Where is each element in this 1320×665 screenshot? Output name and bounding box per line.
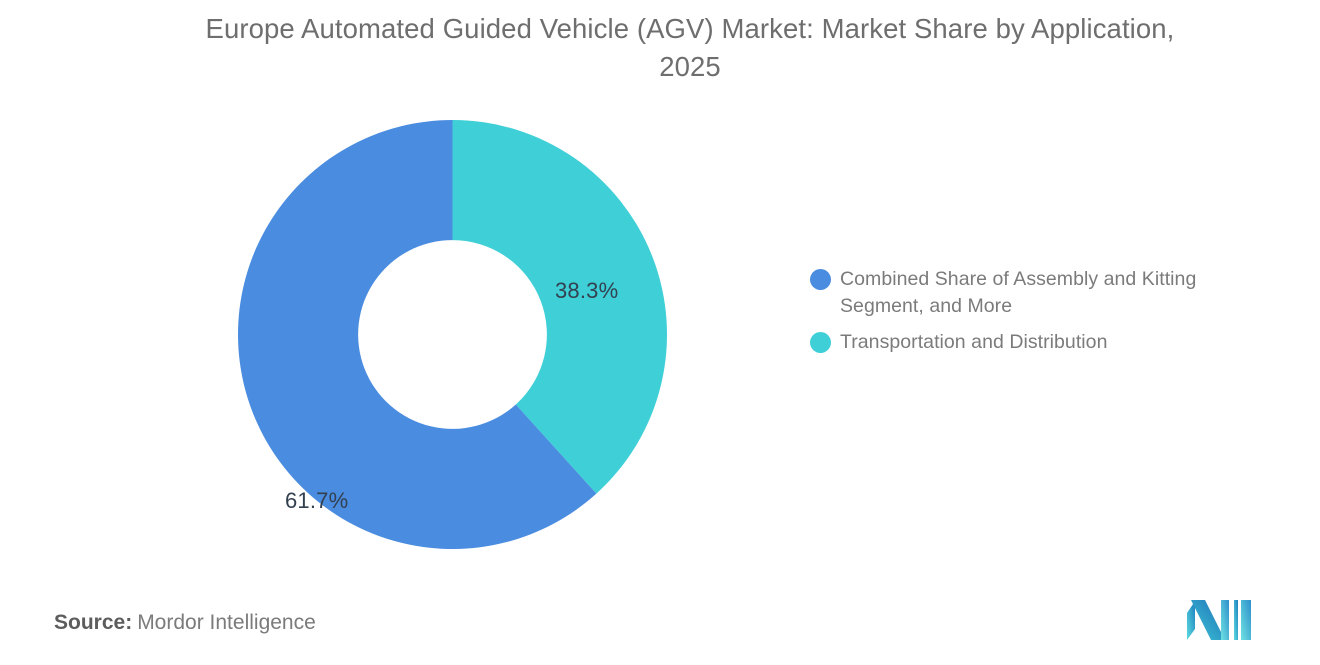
legend-item-combined-share[interactable]: Combined Share of Assembly and Kitting S… bbox=[810, 266, 1280, 320]
legend-item-label: Transportation and Distribution bbox=[840, 331, 1108, 353]
donut-chart: 61.7% 38.3% bbox=[238, 120, 667, 549]
slice-data-label-combined-share: 61.7% bbox=[285, 488, 349, 513]
slice-data-label-transportation: 38.3% bbox=[555, 278, 619, 303]
donut-slice[interactable] bbox=[238, 120, 597, 549]
chart-title: Europe Automated Guided Vehicle (AGV) Ma… bbox=[205, 13, 1175, 82]
source-attribution: Source:Mordor Intelligence bbox=[54, 611, 316, 635]
legend-color-swatch-teal-icon bbox=[810, 332, 831, 353]
chart-legend: Combined Share of Assembly and Kitting S… bbox=[810, 266, 1280, 365]
donut-chart-svg bbox=[238, 120, 667, 549]
donut-slice[interactable] bbox=[452, 120, 668, 494]
mordor-intelligence-logo-icon bbox=[1185, 599, 1253, 641]
source-value: Mordor Intelligence bbox=[137, 611, 316, 634]
source-label: Source: bbox=[54, 611, 133, 634]
legend-item-transportation[interactable]: Transportation and Distribution bbox=[810, 329, 1280, 356]
legend-item-label: Combined Share of Assembly and Kitting S… bbox=[840, 268, 1197, 317]
legend-color-swatch-blue-icon bbox=[810, 269, 831, 290]
